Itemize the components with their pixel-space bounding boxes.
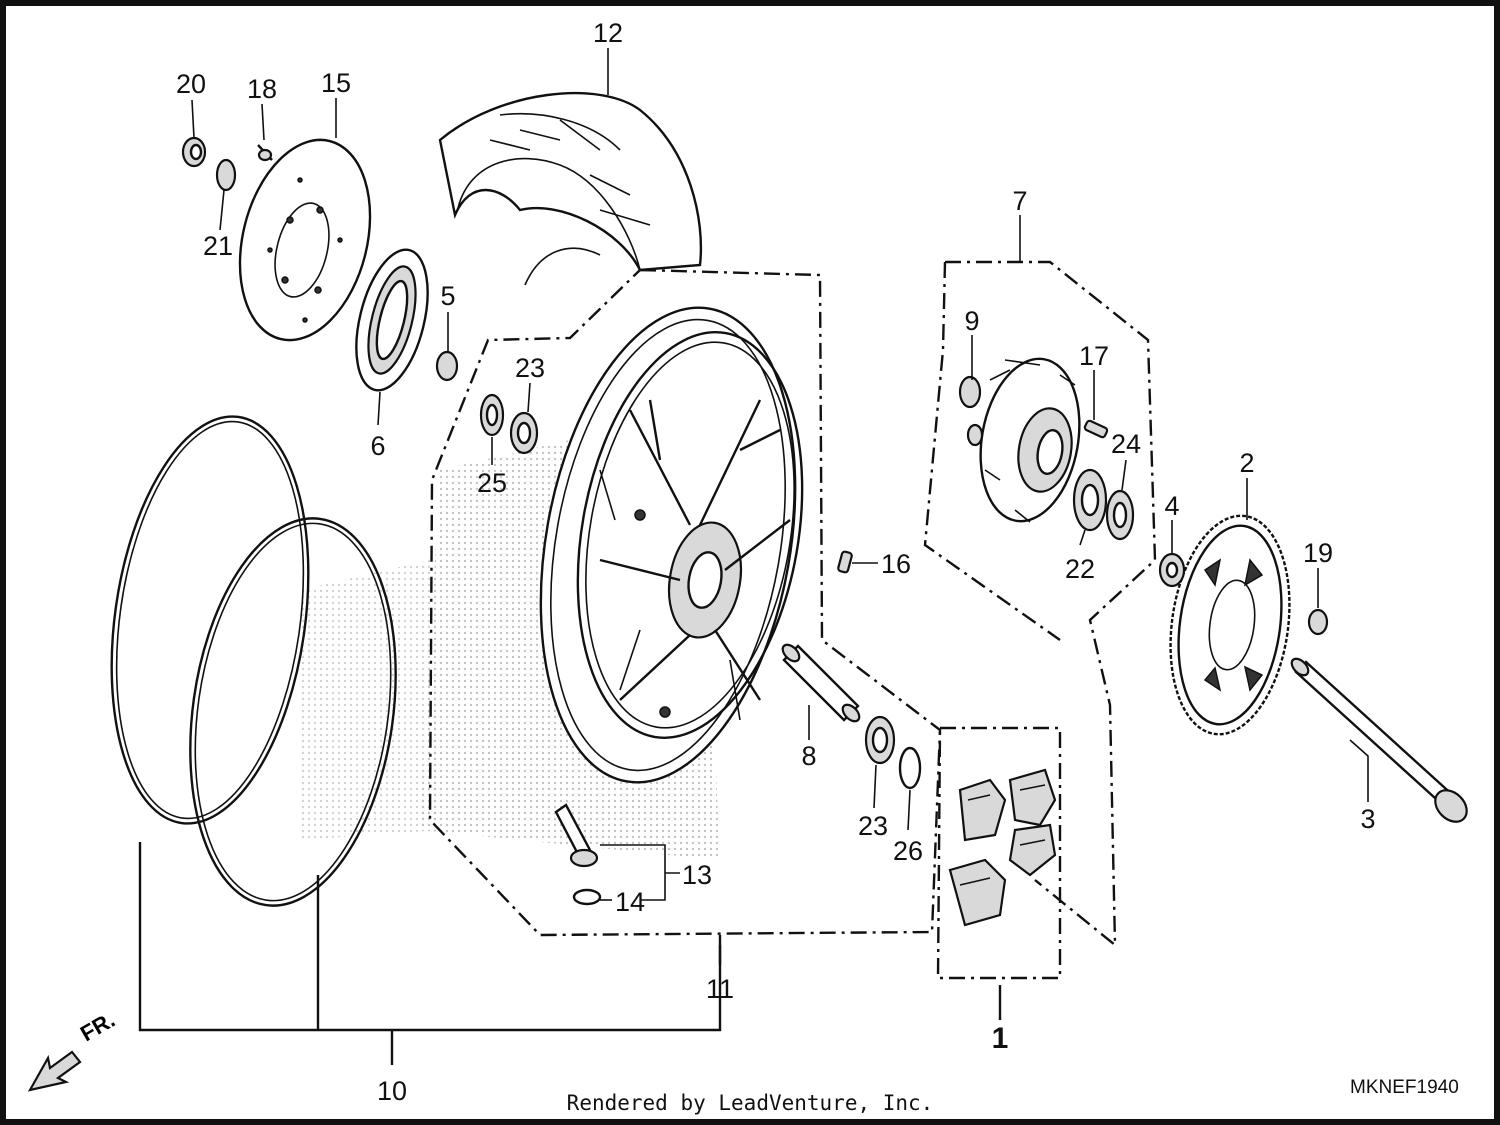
callout-18: 18 <box>247 74 277 104</box>
callout-21: 21 <box>203 231 233 261</box>
callout-4: 4 <box>1164 491 1179 521</box>
collar-5 <box>435 350 459 382</box>
sprocket <box>1169 514 1291 736</box>
callout-9: 9 <box>964 306 979 336</box>
leader-lines <box>138 48 1369 1065</box>
callout-22: 22 <box>1065 554 1095 584</box>
callout-6: 6 <box>370 431 385 461</box>
callout-25: 25 <box>477 468 507 498</box>
washer-21 <box>215 158 237 192</box>
axle <box>1290 657 1468 823</box>
seal-24 <box>1105 489 1135 541</box>
bolt-18 <box>257 144 273 162</box>
callout-5: 5 <box>440 281 455 311</box>
callout-13: 13 <box>682 860 712 890</box>
callout-3: 3 <box>1360 804 1375 834</box>
bearing-23-upper <box>509 411 539 455</box>
nut-20 <box>181 136 207 168</box>
callout-16: 16 <box>881 549 911 579</box>
callout-26: 26 <box>893 836 923 866</box>
callout-1: 1 <box>992 1022 1009 1055</box>
group-outline-flange <box>945 260 1157 948</box>
callout-23-lower: 23 <box>858 811 888 841</box>
nut-4 <box>1158 552 1186 588</box>
callout-14: 14 <box>615 887 645 917</box>
rim-band-inner <box>189 517 397 907</box>
watermark-shade-2 <box>300 560 440 840</box>
callout-7: 7 <box>1012 186 1027 216</box>
valve <box>554 803 602 906</box>
bearing-22 <box>1072 468 1108 532</box>
group-outline-flange-2 <box>923 261 1061 641</box>
callout-23-upper: 23 <box>515 353 545 383</box>
rim-band-outer <box>110 415 310 825</box>
front-direction-arrow: FR. <box>27 1007 119 1092</box>
callout-10: 10 <box>377 1076 407 1106</box>
pin-16 <box>837 550 853 574</box>
brake-disc <box>238 138 372 342</box>
dust-seal <box>355 248 429 392</box>
callout-8: 8 <box>801 741 816 771</box>
bearing-23-lower <box>864 715 896 765</box>
tire <box>438 91 703 286</box>
callout-19: 19 <box>1303 538 1333 568</box>
credit-line: Rendered by LeadVenture, Inc. <box>566 1091 934 1115</box>
callout-2: 2 <box>1239 448 1254 478</box>
callout-12: 12 <box>593 18 623 48</box>
damper-rubbers <box>948 768 1057 927</box>
callout-11: 11 <box>706 974 734 1004</box>
callout-17: 17 <box>1079 341 1109 371</box>
nut-19 <box>1307 608 1329 636</box>
callout-20: 20 <box>176 69 206 99</box>
bearing-25 <box>479 393 505 437</box>
wheel-rim <box>539 306 804 784</box>
callout-24: 24 <box>1111 429 1141 459</box>
snap-ring-26 <box>898 746 922 790</box>
callout-15: 15 <box>321 68 351 98</box>
driven-flange <box>958 357 1109 523</box>
group-outline-wheel <box>428 268 942 937</box>
diagram-code: MKNEF1940 <box>1350 1077 1459 1098</box>
direction-label: FR. <box>76 1007 119 1046</box>
collar-8 <box>781 643 861 723</box>
